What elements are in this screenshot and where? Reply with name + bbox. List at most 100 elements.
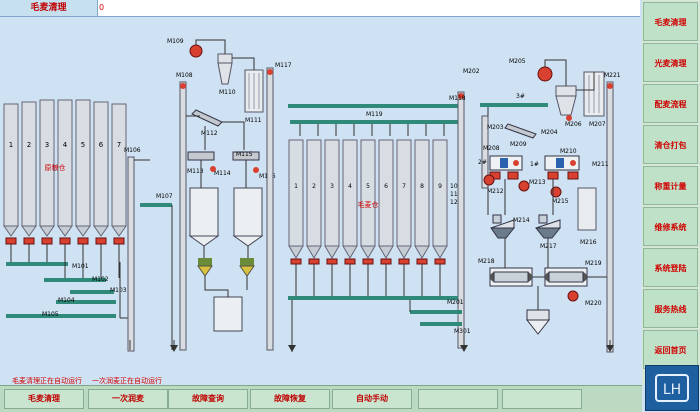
separator-m204[interactable] <box>504 123 537 139</box>
sidebar-item-weighing[interactable]: 称重计量 <box>643 166 698 205</box>
silo-6[interactable] <box>93 101 109 237</box>
silo-4[interactable] <box>57 99 73 237</box>
tank-3[interactable] <box>213 296 243 332</box>
conveyor-l3[interactable] <box>480 103 548 107</box>
auto-manual-button[interactable]: 自动手动 <box>332 389 412 409</box>
elevator-m201[interactable] <box>457 91 465 349</box>
label-m215: M215 <box>552 198 569 205</box>
feeder[interactable] <box>41 237 53 245</box>
conveyor-m107[interactable] <box>140 203 172 207</box>
bag-filter-m216[interactable] <box>577 187 597 231</box>
silo-number: 4 <box>63 141 68 149</box>
sidebar-item-wheat-blending[interactable]: 配麦流程 <box>643 84 698 123</box>
bottom-toolbar: 毛麦清理 一次润麦 故障查询 故障恢复 自动手动 <box>0 385 642 412</box>
scourer-m113[interactable] <box>187 151 215 161</box>
feeder[interactable] <box>77 237 89 245</box>
bin-1[interactable] <box>288 139 304 247</box>
elevator-m221[interactable] <box>606 81 614 353</box>
conveyor-m301[interactable] <box>410 310 462 314</box>
separator-m112[interactable] <box>191 109 223 127</box>
sidebar-item-bin-clearing[interactable]: 清仓打包 <box>643 125 698 164</box>
fault-query-button[interactable]: 故障查询 <box>168 389 248 409</box>
silo-7[interactable] <box>111 103 127 237</box>
silo-5[interactable] <box>75 99 91 237</box>
motor-m114[interactable] <box>210 166 216 172</box>
process-diagram: 1 2 3 4 5 6 7 原粮仓 M101 M102 M103 M104 M1… <box>0 17 640 385</box>
washer-1[interactable] <box>489 155 523 171</box>
silo-2[interactable] <box>21 101 37 237</box>
elevator-m203[interactable] <box>481 115 489 189</box>
cyclone-m110[interactable] <box>217 62 233 85</box>
conveyor-bottom[interactable] <box>288 296 458 300</box>
bin-2[interactable] <box>306 139 322 247</box>
sidebar-item-login[interactable]: 系统登陆 <box>643 248 698 287</box>
conveyor-m119[interactable] <box>290 120 460 124</box>
fan-m109[interactable] <box>189 44 203 58</box>
tank-2[interactable] <box>233 187 263 237</box>
label-m216: M216 <box>580 239 597 246</box>
bin-3[interactable] <box>324 139 340 247</box>
destoner-m217[interactable] <box>534 214 562 239</box>
label-m204: M204 <box>541 129 558 136</box>
motor-m116[interactable] <box>253 167 259 173</box>
conveyor-m102[interactable] <box>44 278 106 282</box>
blank-button-1[interactable] <box>418 389 498 409</box>
sidebar-item-maintenance[interactable]: 维修系统 <box>643 207 698 246</box>
bin-4[interactable] <box>342 139 358 247</box>
conveyor-m101[interactable] <box>6 262 68 266</box>
elevator-m117[interactable] <box>266 67 274 351</box>
silo-number: 3 <box>45 141 49 149</box>
feeder[interactable] <box>5 237 17 245</box>
sidebar-item-hotline[interactable]: 服务热线 <box>643 289 698 328</box>
raw-wheat-cleaning-button[interactable]: 毛麦清理 <box>4 389 84 409</box>
fan-m205[interactable] <box>537 66 553 82</box>
status-field[interactable]: 0 <box>99 3 105 12</box>
label-m203: M203 <box>487 124 504 131</box>
cyclone-m206[interactable] <box>555 95 577 116</box>
label-m113: M113 <box>187 168 204 175</box>
feeder[interactable] <box>95 237 107 245</box>
dampener-m219[interactable] <box>544 267 588 287</box>
feeder[interactable] <box>113 237 125 245</box>
destoner-m214[interactable] <box>490 214 516 239</box>
bin-number: 6 <box>384 183 388 190</box>
bin-9[interactable] <box>432 139 448 247</box>
conveyor-m302[interactable] <box>420 322 462 326</box>
bin-6[interactable] <box>378 139 394 247</box>
bin-number: 8 <box>420 183 424 190</box>
elevator-m106[interactable] <box>127 156 135 352</box>
bin-7[interactable] <box>396 139 412 247</box>
label-m117: M117 <box>275 62 292 69</box>
tank-1[interactable] <box>189 187 219 237</box>
hopper[interactable] <box>525 309 551 335</box>
fan-m213[interactable] <box>518 180 530 192</box>
feeder[interactable] <box>59 237 71 245</box>
conveyor-m105[interactable] <box>6 314 116 318</box>
conveyor-m103[interactable] <box>70 290 114 294</box>
feeder[interactable] <box>23 237 35 245</box>
bin-8[interactable] <box>414 139 430 247</box>
sidebar-item-raw-wheat-cleaning[interactable]: 毛麦清理 <box>643 2 698 41</box>
fan-m220[interactable] <box>567 290 579 302</box>
elevator-m108[interactable] <box>179 81 187 351</box>
middle-silo-group: 1 2 3 4 5 6 7 8 9 10 11 12 毛麦仓 <box>288 139 458 296</box>
silo-3[interactable] <box>39 99 55 237</box>
dampener-m218[interactable] <box>489 267 533 287</box>
fault-reset-button[interactable]: 故障恢复 <box>250 389 330 409</box>
silo-1[interactable] <box>3 103 19 237</box>
conveyor-m104[interactable] <box>56 300 116 304</box>
first-dampening-button[interactable]: 一次润麦 <box>88 389 168 409</box>
washer-2[interactable] <box>544 155 580 171</box>
dampener-1[interactable] <box>197 258 213 277</box>
label-m101: M101 <box>72 263 89 270</box>
bin-number: 2 <box>312 183 316 190</box>
bin-number: 1 <box>294 183 298 190</box>
blank-button-2[interactable] <box>502 389 582 409</box>
conveyor-m118[interactable] <box>288 104 460 108</box>
bin-5[interactable] <box>360 139 376 247</box>
sidebar-item-clean-wheat-cleaning[interactable]: 光麦清理 <box>643 43 698 82</box>
fan-m212[interactable] <box>483 174 495 186</box>
silo-group-label: 原粮仓 <box>45 163 66 172</box>
dampener-2[interactable] <box>239 258 255 277</box>
sidebar-item-home[interactable]: 返回首页 <box>643 330 698 369</box>
